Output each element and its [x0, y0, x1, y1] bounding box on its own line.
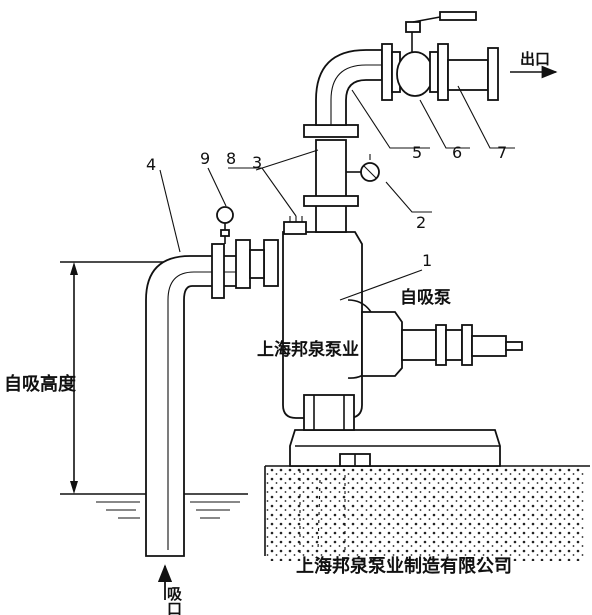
part-number-2: 2	[416, 213, 426, 232]
suction-flanges	[211, 239, 279, 299]
base-plate	[289, 429, 501, 467]
part-number-8: 8	[226, 149, 236, 168]
suction-height-label: 自吸高度	[4, 373, 77, 395]
discharge-pipe	[303, 49, 383, 233]
vacuum-gauge	[216, 206, 234, 244]
coupling-shaft	[361, 311, 523, 377]
leader-lines	[159, 85, 515, 301]
part-number-5: 5	[412, 143, 422, 162]
suction-pipe	[145, 255, 241, 600]
foundation	[264, 465, 590, 561]
company-name: 上海邦泉泵业制造有限公司	[296, 555, 512, 577]
pump-label: 自吸泵	[400, 287, 451, 308]
outlet-label: 出口	[520, 50, 550, 68]
part-number-7: 7	[497, 143, 507, 162]
part-number-1: 1	[422, 251, 432, 270]
water-surface	[88, 493, 248, 519]
outlet-pipe	[447, 47, 558, 101]
part-number-6: 6	[452, 143, 462, 162]
watermark-label: 上海邦泉泵业	[257, 339, 359, 360]
inlet-label: 吸口	[165, 586, 183, 615]
part-number-4: 4	[146, 155, 156, 174]
part-number-3: 3	[252, 153, 262, 172]
part-number-9: 9	[200, 149, 210, 168]
pressure-gauge	[346, 154, 380, 182]
ball-valve	[381, 11, 477, 101]
